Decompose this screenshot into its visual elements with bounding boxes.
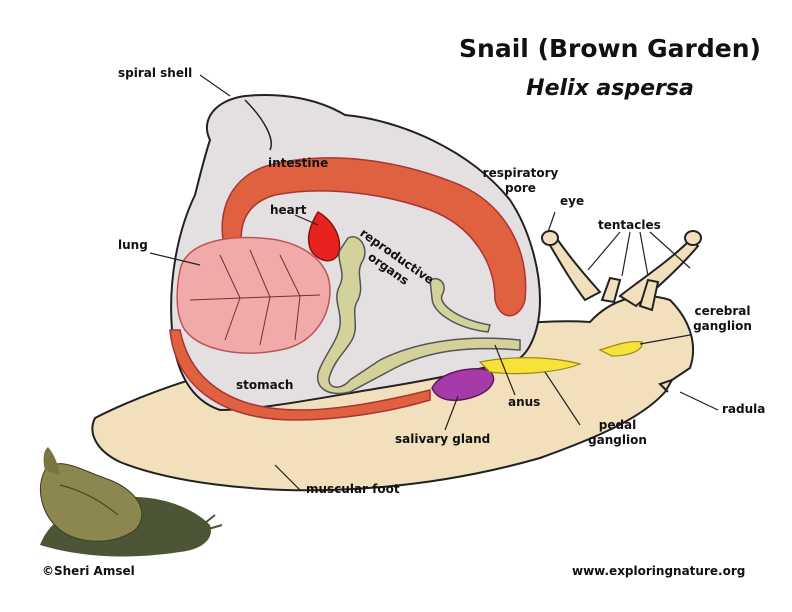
leader-lines	[149, 74, 719, 491]
diagram-title: Snail (Brown Garden)	[459, 34, 761, 63]
shell-inner-line	[244, 99, 272, 151]
species-name: Helix aspersa	[526, 76, 694, 101]
cerebral-ganglion-organ	[598, 340, 643, 357]
label-radula: radula	[722, 402, 766, 416]
label-stomach: stomach	[236, 378, 294, 392]
reproductive-organ	[317, 236, 521, 395]
eye-right	[684, 230, 702, 246]
tentacle-small-left	[600, 276, 622, 304]
tentacle-small-right	[638, 278, 660, 312]
mouth	[658, 379, 673, 393]
label-cerebral-ganglion: cerebral ganglion	[693, 304, 752, 333]
label-muscular-foot: muscular foot	[306, 482, 400, 496]
label-pedal-ganglion: pedal ganglion	[588, 418, 647, 447]
tentacle-right	[618, 238, 700, 308]
eye-left	[541, 230, 559, 246]
label-eye: eye	[560, 194, 585, 208]
copyright-text: ©Sheri Amsel	[42, 564, 135, 578]
salivary-gland-organ	[431, 368, 495, 402]
label-intestine: intestine	[268, 156, 329, 170]
label-lung: lung	[118, 238, 148, 252]
label-spiral-shell: spiral shell	[118, 66, 193, 80]
lung-organ	[176, 236, 331, 354]
label-heart: heart	[270, 203, 307, 217]
label-salivary-gland: salivary gland	[395, 432, 491, 446]
tentacle-left	[546, 234, 602, 302]
intestine-organ	[221, 157, 527, 317]
intestine-lower	[169, 329, 431, 421]
reproductive-duct	[429, 278, 491, 333]
label-respiratory-pore: respiratory pore	[482, 166, 559, 195]
label-tentacles: tentacles	[598, 218, 661, 232]
website-text: www.exploringnature.org	[572, 564, 746, 578]
lung-veins	[189, 249, 321, 346]
label-anus: anus	[508, 395, 541, 409]
snail-photo	[39, 447, 223, 557]
